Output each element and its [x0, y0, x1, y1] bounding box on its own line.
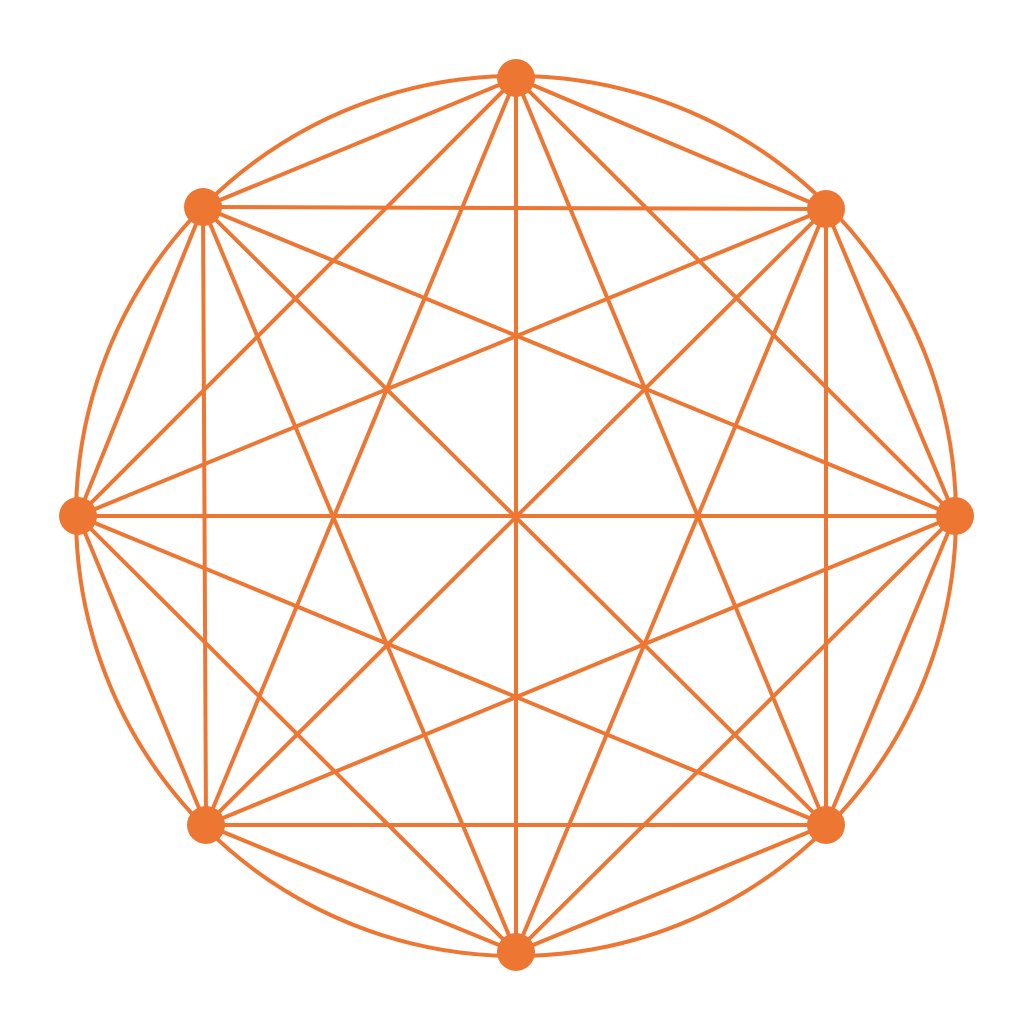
edge-bottom-right-to-bottom	[515, 823, 827, 954]
edge-bottom-to-bottom-left	[205, 823, 517, 954]
edge-bottom-to-left	[76, 514, 518, 954]
nodes-group	[59, 59, 974, 971]
edge-top-to-bottom-left	[204, 77, 518, 826]
edge-right-to-bottom-right	[824, 515, 957, 826]
edge-top-right-to-bottom	[514, 208, 828, 953]
edge-top-to-top-right	[515, 76, 827, 211]
edge-top-right-to-top-left	[202, 205, 827, 211]
edge-top-to-top-left	[202, 76, 517, 209]
edge-bottom-left-to-top-left	[201, 206, 208, 826]
edge-bottom-right-to-left	[77, 514, 827, 827]
edge-bottom-left-to-left	[76, 515, 208, 826]
edge-bottom-to-top-left	[201, 206, 518, 953]
edge-left-to-top-left	[76, 206, 205, 517]
edge-right-to-top-left	[202, 205, 956, 518]
node-bottom-right	[807, 806, 845, 844]
node-bottom-left	[187, 806, 225, 844]
node-top	[497, 59, 535, 97]
edge-right-to-bottom-left	[205, 514, 956, 827]
node-top-left	[184, 188, 222, 226]
node-top-right	[807, 190, 845, 228]
edge-top-right-to-right	[824, 208, 957, 517]
node-bottom	[497, 933, 535, 971]
edge-bottom-right-to-top-left	[201, 205, 828, 827]
edges-group	[76, 76, 957, 954]
edge-top-right-to-left	[77, 207, 827, 518]
edge-top-to-left	[76, 76, 518, 518]
node-left	[59, 497, 97, 535]
edge-top-to-bottom-right	[514, 77, 828, 826]
node-right	[936, 497, 974, 535]
